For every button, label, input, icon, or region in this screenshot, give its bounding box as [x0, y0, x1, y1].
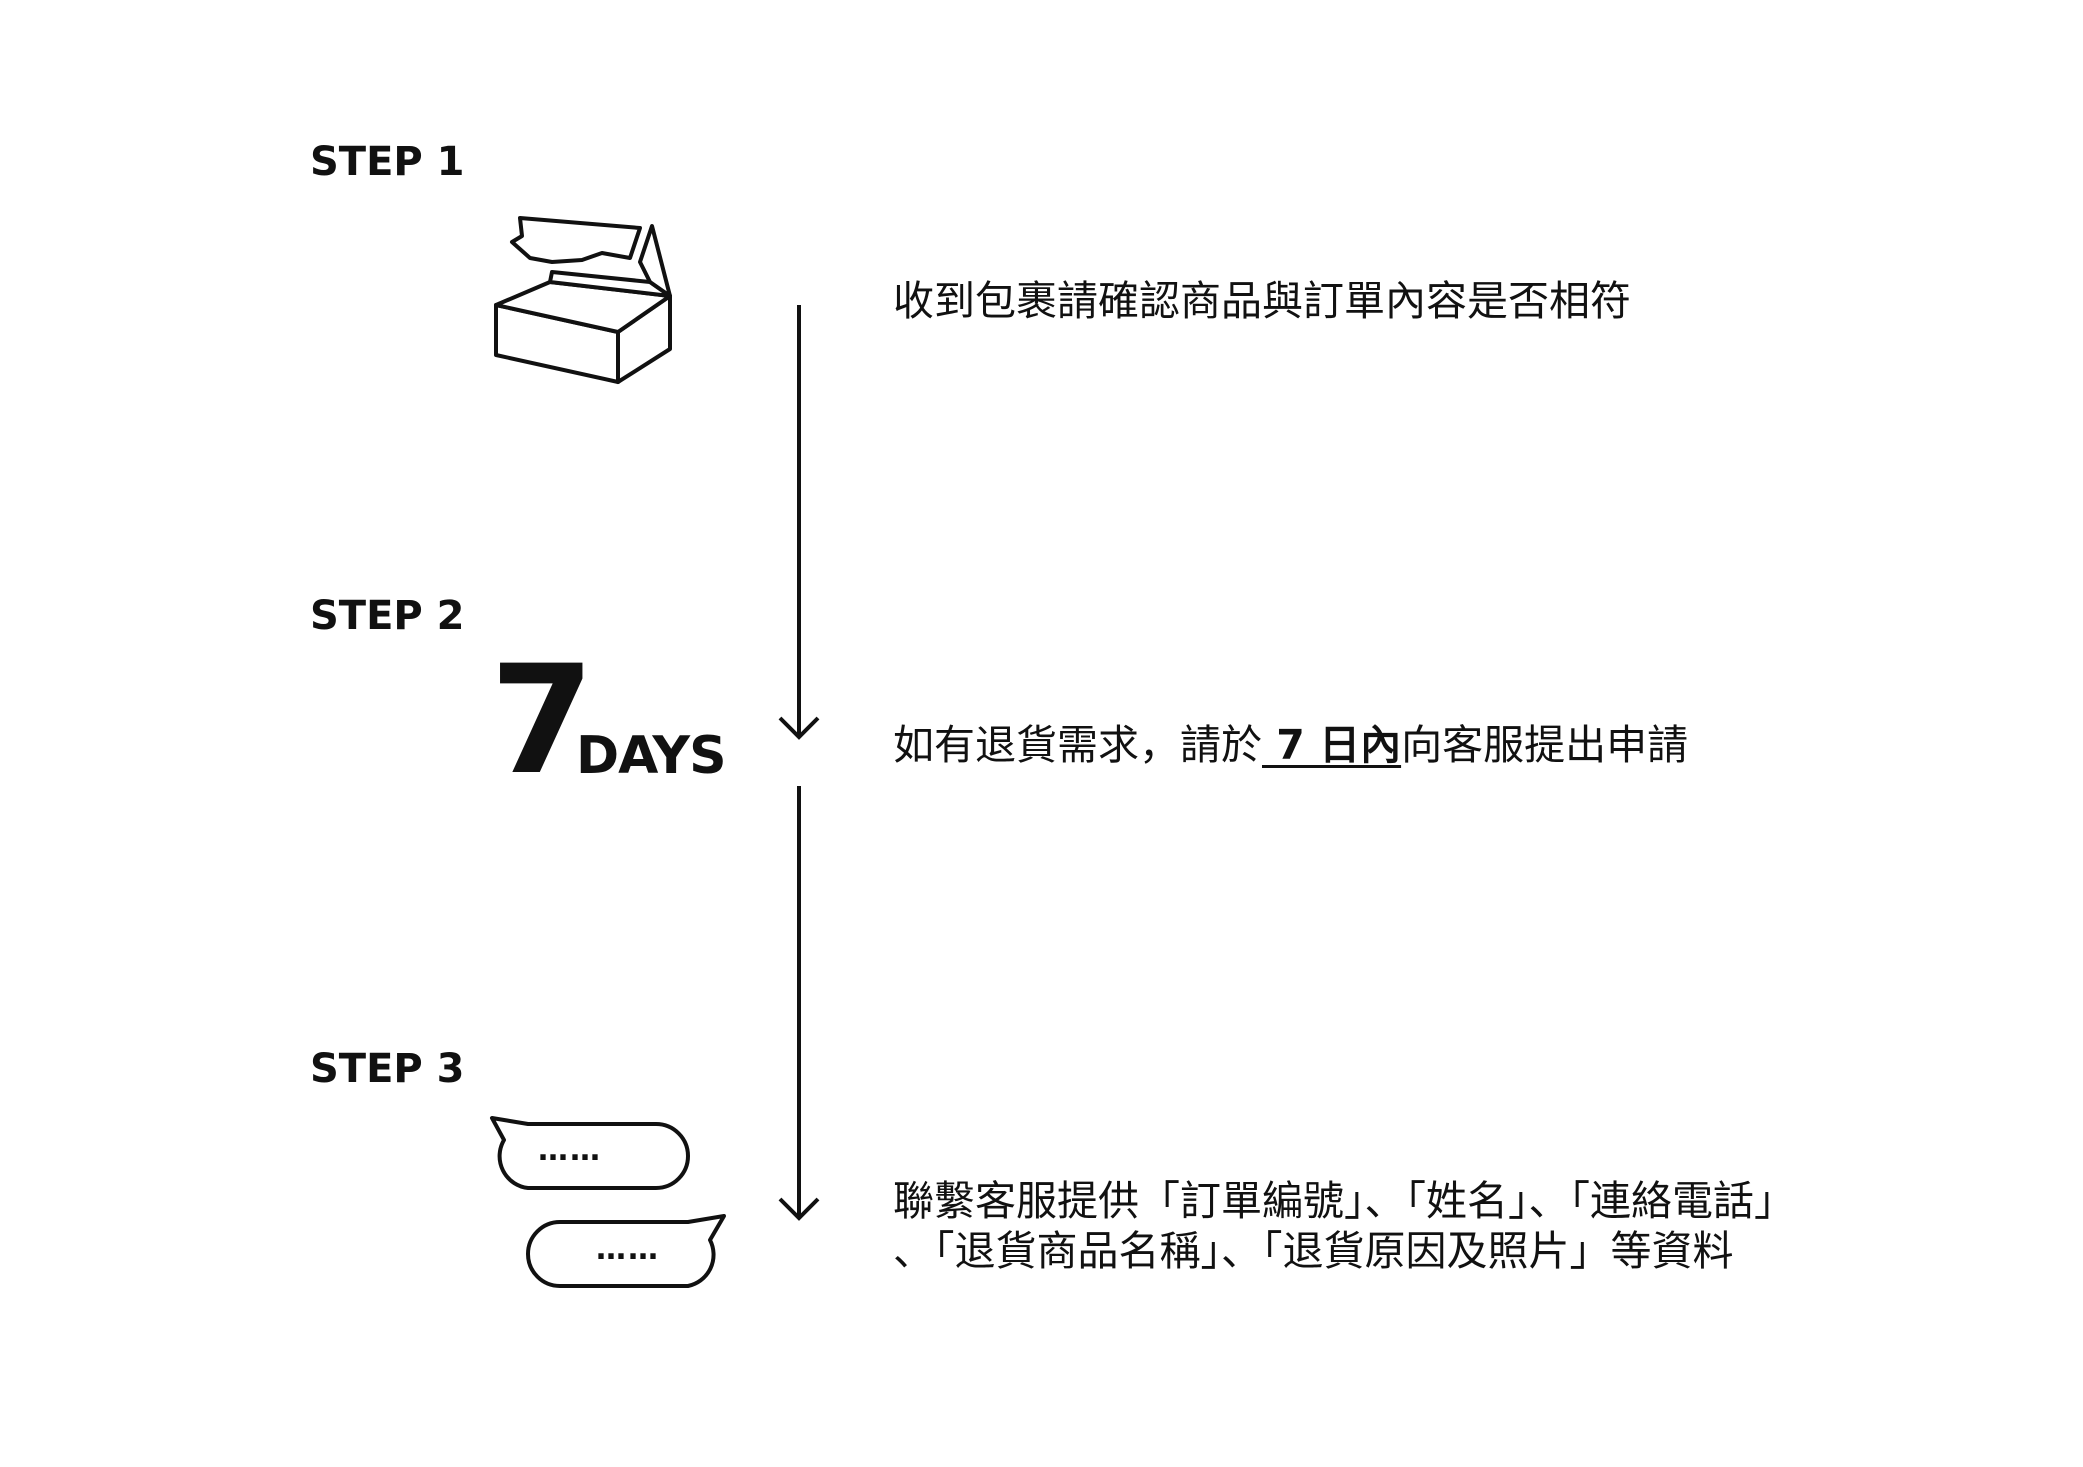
step2-label: STEP 2 [310, 593, 465, 639]
step3-description-line1: 聯繫客服提供「訂單編號」、「姓名」、「連絡電話」 [893, 1177, 1795, 1225]
seven-days-number: 7 [490, 634, 594, 808]
step2-deadline-highlight: 7 日內 [1262, 721, 1402, 769]
step3-description-line2: 、「退貨商品名稱」、「退貨原因及照片」等資料 [893, 1227, 1734, 1275]
arrow-step2-to-step3 [778, 786, 820, 1221]
bubble1-dots: …… [538, 1133, 602, 1168]
bubble2-dots: …… [596, 1232, 660, 1267]
arrow-step1-to-step2 [778, 305, 820, 740]
step2-description-before: 如有退貨需求，請於 [893, 721, 1262, 769]
seven-days-unit: DAYS [576, 726, 727, 786]
step1-label: STEP 1 [310, 139, 465, 185]
step1-description: 收到包裹請確認商品與訂單內容是否相符 [893, 277, 1631, 325]
chat-bubbles-icon: …… …… [490, 1116, 726, 1288]
step2-description: 如有退貨需求，請於 7 日內向客服提出申請 [893, 720, 1688, 771]
step3-label: STEP 3 [310, 1046, 465, 1092]
open-box-icon [494, 216, 672, 384]
step2-description-after: 向客服提出申請 [1401, 721, 1689, 769]
step3-description: 聯繫客服提供「訂單編號」、「姓名」、「連絡電話」 、「退貨商品名稱」、「退貨原因… [893, 1176, 1795, 1276]
